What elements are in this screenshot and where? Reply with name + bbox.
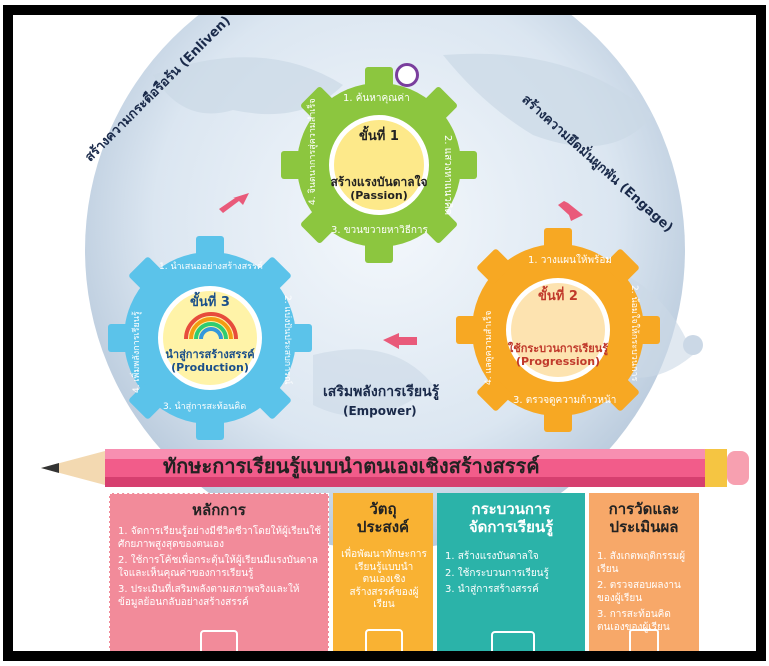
banner-title: ทักษะการเรียนรู้แบบนำตนเองเชิงสร้างสรรค์ [163, 454, 540, 478]
arrow-to-gear1 [219, 193, 249, 213]
clipboard-icon [629, 629, 659, 651]
assessment-item: 2. ตรวจสอบผลงานของผู้เรียน [597, 580, 681, 604]
column-objective: วัตถุ ประสงค์ เพื่อพัฒนาทักษะการเรียนรู้… [333, 493, 433, 651]
gear2-title-en: (Progression) [515, 355, 601, 368]
gear2-step: ขั้นที่ 2 [538, 289, 578, 304]
process-list: 1. สร้างแรงบันดาลใจ 2. ใช้กระบวนการเรียน… [445, 551, 579, 601]
process-title-2: จัดการเรียนรู้ [468, 518, 554, 536]
gear1-title-en: (Passion) [350, 189, 408, 202]
empower-label: เสริมพลังการเรียนรู้ [323, 384, 440, 400]
gear1-title: สร้างแรงบันดาลใจ [330, 175, 428, 189]
rainbow-icon [184, 312, 238, 340]
cycle-arrows [219, 193, 583, 349]
gear1-item-2: 2. แสวงหาแนวคิด [442, 135, 453, 216]
objective-title-2: ประสงค์ [356, 518, 410, 536]
column-process: กระบวนการ จัดการเรียนรู้ 1. สร้างแรงบันด… [437, 493, 585, 651]
objective-title-1: วัตถุ [369, 500, 397, 518]
gear3-step: ขั้นที่ 3 [190, 295, 230, 310]
gear3-item-2: 2. แบ่งปันประสบการณ์ [282, 295, 292, 385]
process-item: 2. ใช้กระบวนการเรียนรู้ [445, 567, 549, 579]
pencil-banner [41, 449, 749, 487]
gear3-title: นำสู่การสร้างสรรค์ [165, 348, 255, 361]
process-item: 1. สร้างแรงบันดาลใจ [445, 551, 539, 562]
notebook-icon [365, 629, 403, 651]
process-item: 3. นำสู่การสร้างสรรค์ [445, 584, 539, 595]
gear1-item-1: 1. ค้นหาคุณค่า [343, 93, 410, 104]
frame: สร้างความกระตือรือร้น (Enliven) สร้างควา… [3, 5, 766, 661]
objective-text: เพื่อพัฒนาทักษะการเรียนรู้แบบนำตนเองเชิง… [341, 549, 427, 616]
gear1-step: ขั้นที่ 1 [359, 129, 399, 144]
gear2-item-3: 3. ตรวจดูความก้าวหน้า [513, 395, 617, 406]
assessment-item: 3. การสะท้อนคิดตนเองของผู้เรียน [597, 609, 671, 633]
book-icon [200, 630, 238, 651]
assessment-item: 1. สังเกตพฤติกรรมผู้เรียน [597, 551, 686, 575]
principles-title: หลักการ [192, 501, 246, 519]
arrow-to-gear2 [558, 201, 583, 221]
gear3-title-en: (Production) [171, 361, 249, 374]
gear1-item-3: 3. ขวนขวายหาวิธีการ [331, 225, 428, 236]
principle-item: 1. จัดการเรียนรู้อย่างมีชีวิตชีวาโดยให้ผ… [118, 526, 322, 550]
arrow-to-gear3 [383, 333, 417, 349]
graduation-cap-icon [491, 631, 535, 651]
gear3-item-1: 1. นำเสนออย่างสร้างสรรค์ [159, 262, 263, 272]
gear2-title: ใช้กระบวนการเรียนรู้ [507, 342, 609, 355]
assessment-list: 1. สังเกตพฤติกรรมผู้เรียน 2. ตรวจสอบผลงา… [597, 551, 693, 638]
gear-orange [456, 228, 660, 432]
principle-item: 2. ใช้การโค้ชเพื่อกระตุ้นให้ผู้เรียนมีแร… [118, 555, 318, 579]
magnifier-icon [395, 63, 419, 87]
assessment-title-2: ประเมินผล [609, 518, 679, 536]
empower-en-label: (Empower) [343, 404, 417, 418]
principles-list: 1. จัดการเรียนรู้อย่างมีชีวิตชีวาโดยให้ผ… [118, 526, 322, 613]
column-assessment: การวัดและ ประเมินผล 1. สังเกตพฤติกรรมผู้… [589, 493, 699, 651]
gear2-item-2: 2. น้อมใจให้กระบวนการ [629, 285, 639, 382]
process-title-1: กระบวนการ [471, 500, 551, 518]
gear-blue [108, 236, 312, 440]
gear3-item-4: 4. เพิ่มพลังการเรียนรู้ [132, 311, 142, 393]
column-principles: หลักการ 1. จัดการเรียนรู้อย่างมีชีวิตชีว… [109, 493, 329, 651]
gear1-item-4: 4. จินตนาการสู่ความสำเร็จ [308, 98, 318, 205]
assessment-title-1: การวัดและ [608, 500, 680, 518]
gear-green [281, 67, 477, 263]
gear2-item-1: 1. วางแผนให้พร้อม [528, 255, 613, 266]
objective-description: เพื่อพัฒนาทักษะการเรียนรู้แบบนำตนเองเชิง… [341, 549, 427, 610]
gear2-item-4: 4. แลดูความสำเร็จ [484, 310, 494, 385]
principle-item: 3. ประเมินที่เสริมพลังตามสภาพจริงและให้ข… [118, 584, 300, 608]
gear3-item-3: 3. นำสู่การสะท้อนคิด [163, 402, 247, 412]
